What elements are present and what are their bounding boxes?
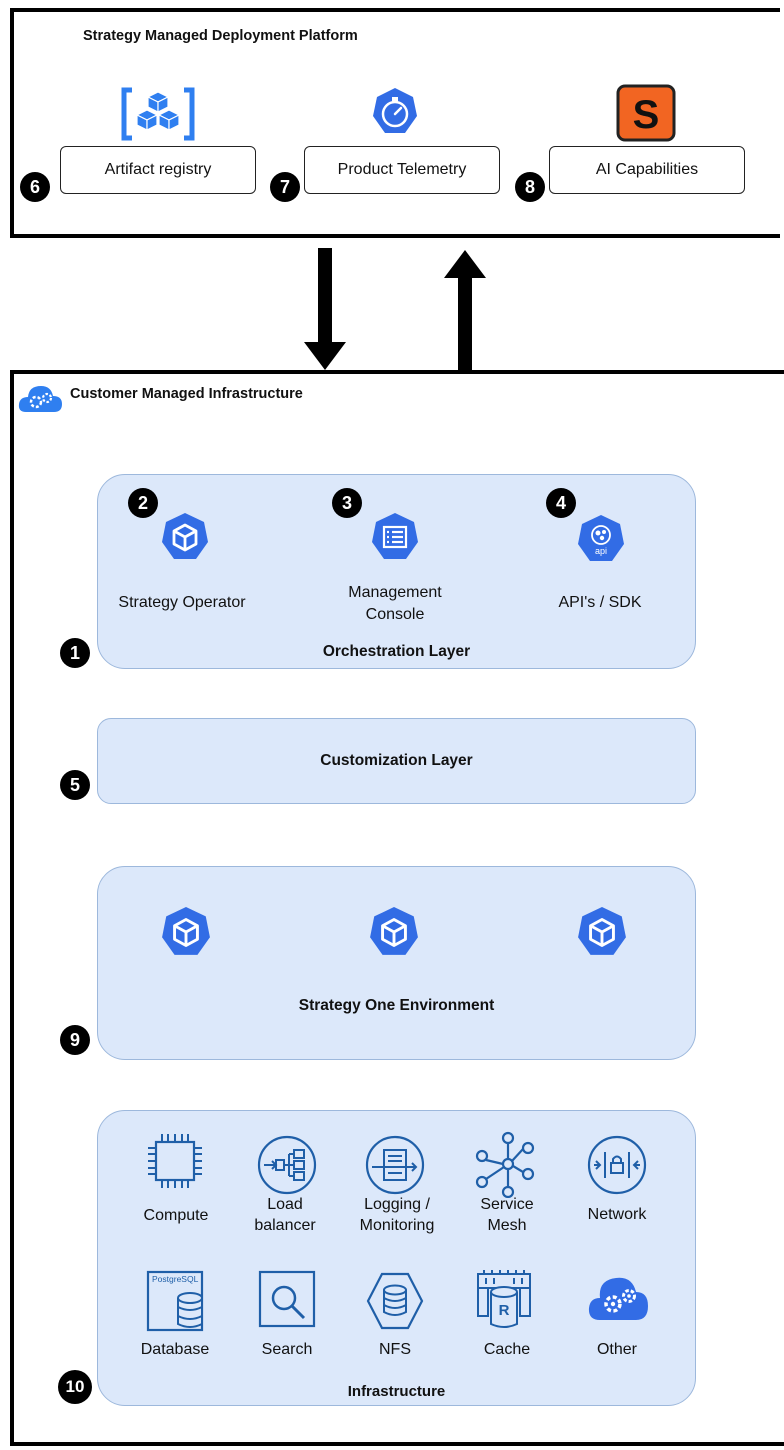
api-sdk-label: API's / SDK [558,594,642,611]
customization-layer [97,718,696,804]
customer-title: Customer Managed Infrastructure [70,386,303,402]
up-arrow [444,250,486,372]
management-console-label-line1: Management [348,584,442,601]
network-label: Network [587,1206,647,1223]
ai-capabilities-label: AI Capabilities [549,146,745,194]
other-cloud-gears-icon [588,1277,648,1320]
telemetry-gauge-icon [373,88,417,133]
artifact-registry-icon [121,87,195,141]
badge-2: 2 [128,488,158,518]
customization-layer-title: Customization Layer [320,752,473,769]
badge-1: 1 [60,638,90,668]
service-mesh-icon [475,1131,535,1198]
search-label: Search [261,1341,313,1358]
orchestration-layer [97,474,696,669]
badge-8: 8 [515,172,545,202]
environment-cube-icon-1 [162,907,210,955]
infrastructure-title: Infrastructure [347,1383,446,1400]
compute-label: Compute [143,1207,209,1224]
load-balancer-label-line1: Load [267,1196,303,1213]
nfs-icon [366,1272,424,1330]
strategy-one-environment-layer [97,866,696,1060]
network-icon [587,1135,647,1195]
cache-label: Cache [483,1341,531,1358]
environment-cube-icon-3 [578,907,626,955]
badge-9: 9 [60,1025,90,1055]
badge-3: 3 [332,488,362,518]
down-arrow [304,248,346,370]
cache-redis-icon: R [477,1270,531,1328]
compute-chip-icon [148,1134,202,1188]
artifact-registry-label: Artifact registry [60,146,256,194]
deployment-platform-box [10,8,780,238]
api-sdk-icon: api [578,515,624,561]
artifact-registry-text: Artifact registry [104,161,212,178]
strategy-operator-icon [162,513,208,559]
api-text: api [595,546,607,556]
logging-monitoring-label-line2: Monitoring [359,1217,435,1234]
customer-infrastructure-box [10,370,784,1446]
strategy-operator-label: Strategy Operator [118,594,246,611]
badge-6: 6 [20,172,50,202]
postgresql-text: PostgreSQL [152,1274,199,1284]
load-balancer-icon [257,1135,317,1195]
database-postgresql-icon: PostgreSQL [146,1270,204,1332]
ai-s-logo-icon: S [616,84,676,142]
nfs-label: NFS [379,1341,411,1358]
badge-7: 7 [270,172,300,202]
orchestration-layer-title: Orchestration Layer [322,643,471,660]
infrastructure-layer [97,1110,696,1406]
management-console-label-line2: Console [365,606,425,623]
database-label: Database [140,1341,210,1358]
redis-r-text: R [499,1302,510,1319]
svg-text:S: S [633,93,660,137]
service-mesh-label-line2: Mesh [487,1217,527,1234]
environment-cube-icon-2 [370,907,418,955]
cloud-gear-icon [18,386,62,412]
badge-4: 4 [546,488,576,518]
strategy-one-environment-title: Strategy One Environment [298,997,495,1014]
other-label: Other [596,1341,637,1358]
platform-title: Strategy Managed Deployment Platform [83,28,358,44]
service-mesh-label-line1: Service [480,1196,534,1213]
load-balancer-label-line2: balancer [254,1217,316,1234]
logging-monitoring-label-line1: Logging / [364,1196,430,1213]
product-telemetry-text: Product Telemetry [337,161,467,178]
logging-monitoring-icon [365,1135,425,1195]
badge-10: 10 [58,1370,92,1404]
badge-5: 5 [60,770,90,800]
management-console-icon [372,513,418,559]
ai-capabilities-text: AI Capabilities [595,161,699,178]
product-telemetry-label: Product Telemetry [304,146,500,194]
search-icon [258,1270,316,1328]
